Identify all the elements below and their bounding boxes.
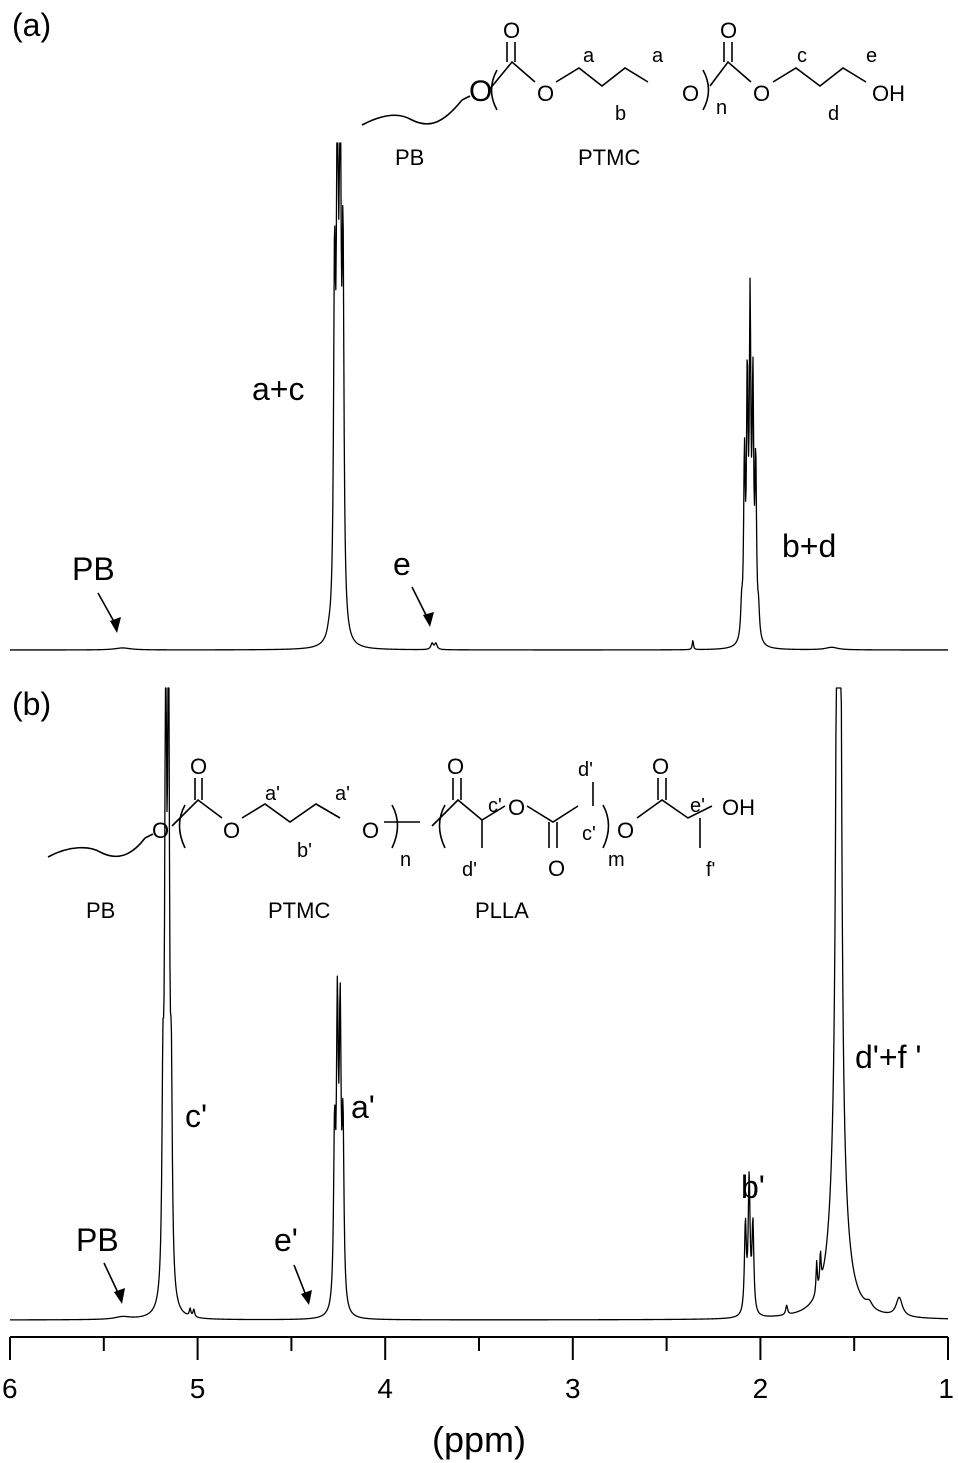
letter-a-prime-2: a' — [335, 783, 350, 805]
letter-a-2: a — [652, 45, 664, 67]
letter-e: e — [866, 45, 877, 67]
panel-a-label: (a) — [12, 7, 51, 43]
peak-label-b-prime: b' — [741, 1169, 765, 1205]
arrowhead — [110, 617, 121, 633]
atom-o-carbonyl-1: O — [503, 18, 520, 43]
atom-o-link: O — [469, 75, 492, 108]
bond — [171, 798, 223, 827]
bond — [636, 799, 713, 819]
atom-o-ester-2: O — [682, 81, 699, 106]
bond — [555, 67, 649, 88]
x-tick-label: 1 — [938, 1373, 954, 1404]
x-tick-label: 2 — [753, 1373, 769, 1404]
letter-a-1: a — [583, 45, 595, 67]
block-ptmc-label: PTMC — [268, 898, 330, 923]
arrowhead — [423, 612, 434, 627]
atom-o-ester-1: O — [537, 81, 554, 106]
x-axis-title: (ppm) — [432, 1419, 526, 1460]
panel-a: (a) O O O a b a O n O O c d — [9, 7, 949, 651]
letter-n: n — [400, 849, 411, 871]
letter-d: d — [828, 103, 839, 125]
paren-close — [602, 804, 610, 849]
letter-b-prime: b' — [297, 840, 312, 862]
letter-f-prime: f' — [706, 859, 715, 881]
spectrum-b-trace — [9, 687, 949, 1321]
atom-o-carbonyl-3: O — [548, 856, 565, 881]
spectrum-a-trace — [9, 142, 949, 651]
x-tick-label: 6 — [2, 1373, 18, 1404]
arrowhead — [114, 1288, 125, 1304]
block-plla-label: PLLA — [475, 898, 529, 923]
x-axis-ticks: 6 5 4 3 2 1 — [2, 1337, 954, 1404]
atom-o-carbonyl-2: O — [447, 754, 464, 779]
structure-a: O O O a b a O n O O c d e OH PB PTMC — [361, 18, 905, 170]
letter-n: n — [716, 97, 727, 119]
bond — [241, 803, 341, 823]
letter-m: m — [608, 849, 625, 871]
bond — [431, 798, 506, 827]
peak-label-d-plus-f: d'+f ' — [855, 1039, 921, 1075]
atom-o-ester-3: O — [508, 795, 525, 820]
atom-o-ester-4: O — [617, 818, 634, 843]
block-pb-label: PB — [395, 145, 424, 170]
bond — [144, 833, 154, 839]
peak-label-e: e — [393, 546, 411, 582]
atom-oh: OH — [722, 795, 755, 820]
bond — [526, 805, 579, 823]
atom-oh: OH — [872, 81, 905, 106]
peak-label-pb-a: PB — [72, 551, 115, 587]
atom-o-carbonyl-4: O — [652, 754, 669, 779]
paren-open — [178, 804, 186, 849]
arrow-e-prime — [293, 1264, 308, 1299]
panel-b: (b) O O O a' b' a' O n O c' — [9, 686, 949, 1321]
letter-c: c — [797, 45, 807, 67]
paren-open — [438, 804, 446, 849]
x-tick-label: 4 — [377, 1373, 393, 1404]
paren-close — [702, 69, 710, 111]
peak-label-c-prime: c' — [185, 1098, 207, 1134]
x-axis: 6 5 4 3 2 1 (ppm) — [2, 1336, 954, 1460]
letter-c-prime-2: c' — [582, 823, 596, 845]
block-ptmc-label: PTMC — [578, 145, 640, 170]
peak-label-b-plus-d: b+d — [782, 528, 836, 564]
letter-b: b — [615, 103, 626, 125]
structure-b: O O O a' b' a' O n O c' d' O — [47, 754, 755, 923]
atom-o-link: O — [152, 818, 169, 843]
peak-label-pb-b: PB — [76, 1222, 119, 1258]
letter-c-prime-1: c' — [488, 795, 502, 817]
atom-o-ester-1: O — [223, 818, 240, 843]
pb-chain-wave — [47, 837, 146, 858]
paren-open — [490, 69, 498, 111]
letter-d-prime-1: d' — [462, 859, 477, 881]
block-pb-label: PB — [86, 898, 115, 923]
letter-d-prime-2: d' — [578, 759, 593, 781]
bond — [488, 60, 536, 91]
bond — [772, 67, 867, 88]
atom-o-carbonyl-2: O — [720, 18, 737, 43]
peak-label-e-prime: e' — [274, 1222, 298, 1258]
atom-o-ester-3: O — [753, 81, 770, 106]
x-tick-label: 3 — [565, 1373, 581, 1404]
pb-chain-wave — [361, 99, 463, 126]
bond — [709, 60, 752, 87]
letter-a-prime-1: a' — [265, 783, 280, 805]
peak-label-a-plus-c: a+c — [252, 371, 304, 407]
peak-label-a-prime: a' — [351, 1089, 375, 1125]
paren-close — [391, 804, 399, 849]
atom-o-ester-2: O — [362, 818, 379, 843]
x-tick-label: 5 — [190, 1373, 206, 1404]
panel-b-label: (b) — [12, 686, 51, 722]
arrowhead — [301, 1290, 312, 1305]
atom-o-carbonyl-1: O — [190, 754, 207, 779]
bond — [461, 95, 471, 101]
letter-e-prime: e' — [690, 795, 705, 817]
